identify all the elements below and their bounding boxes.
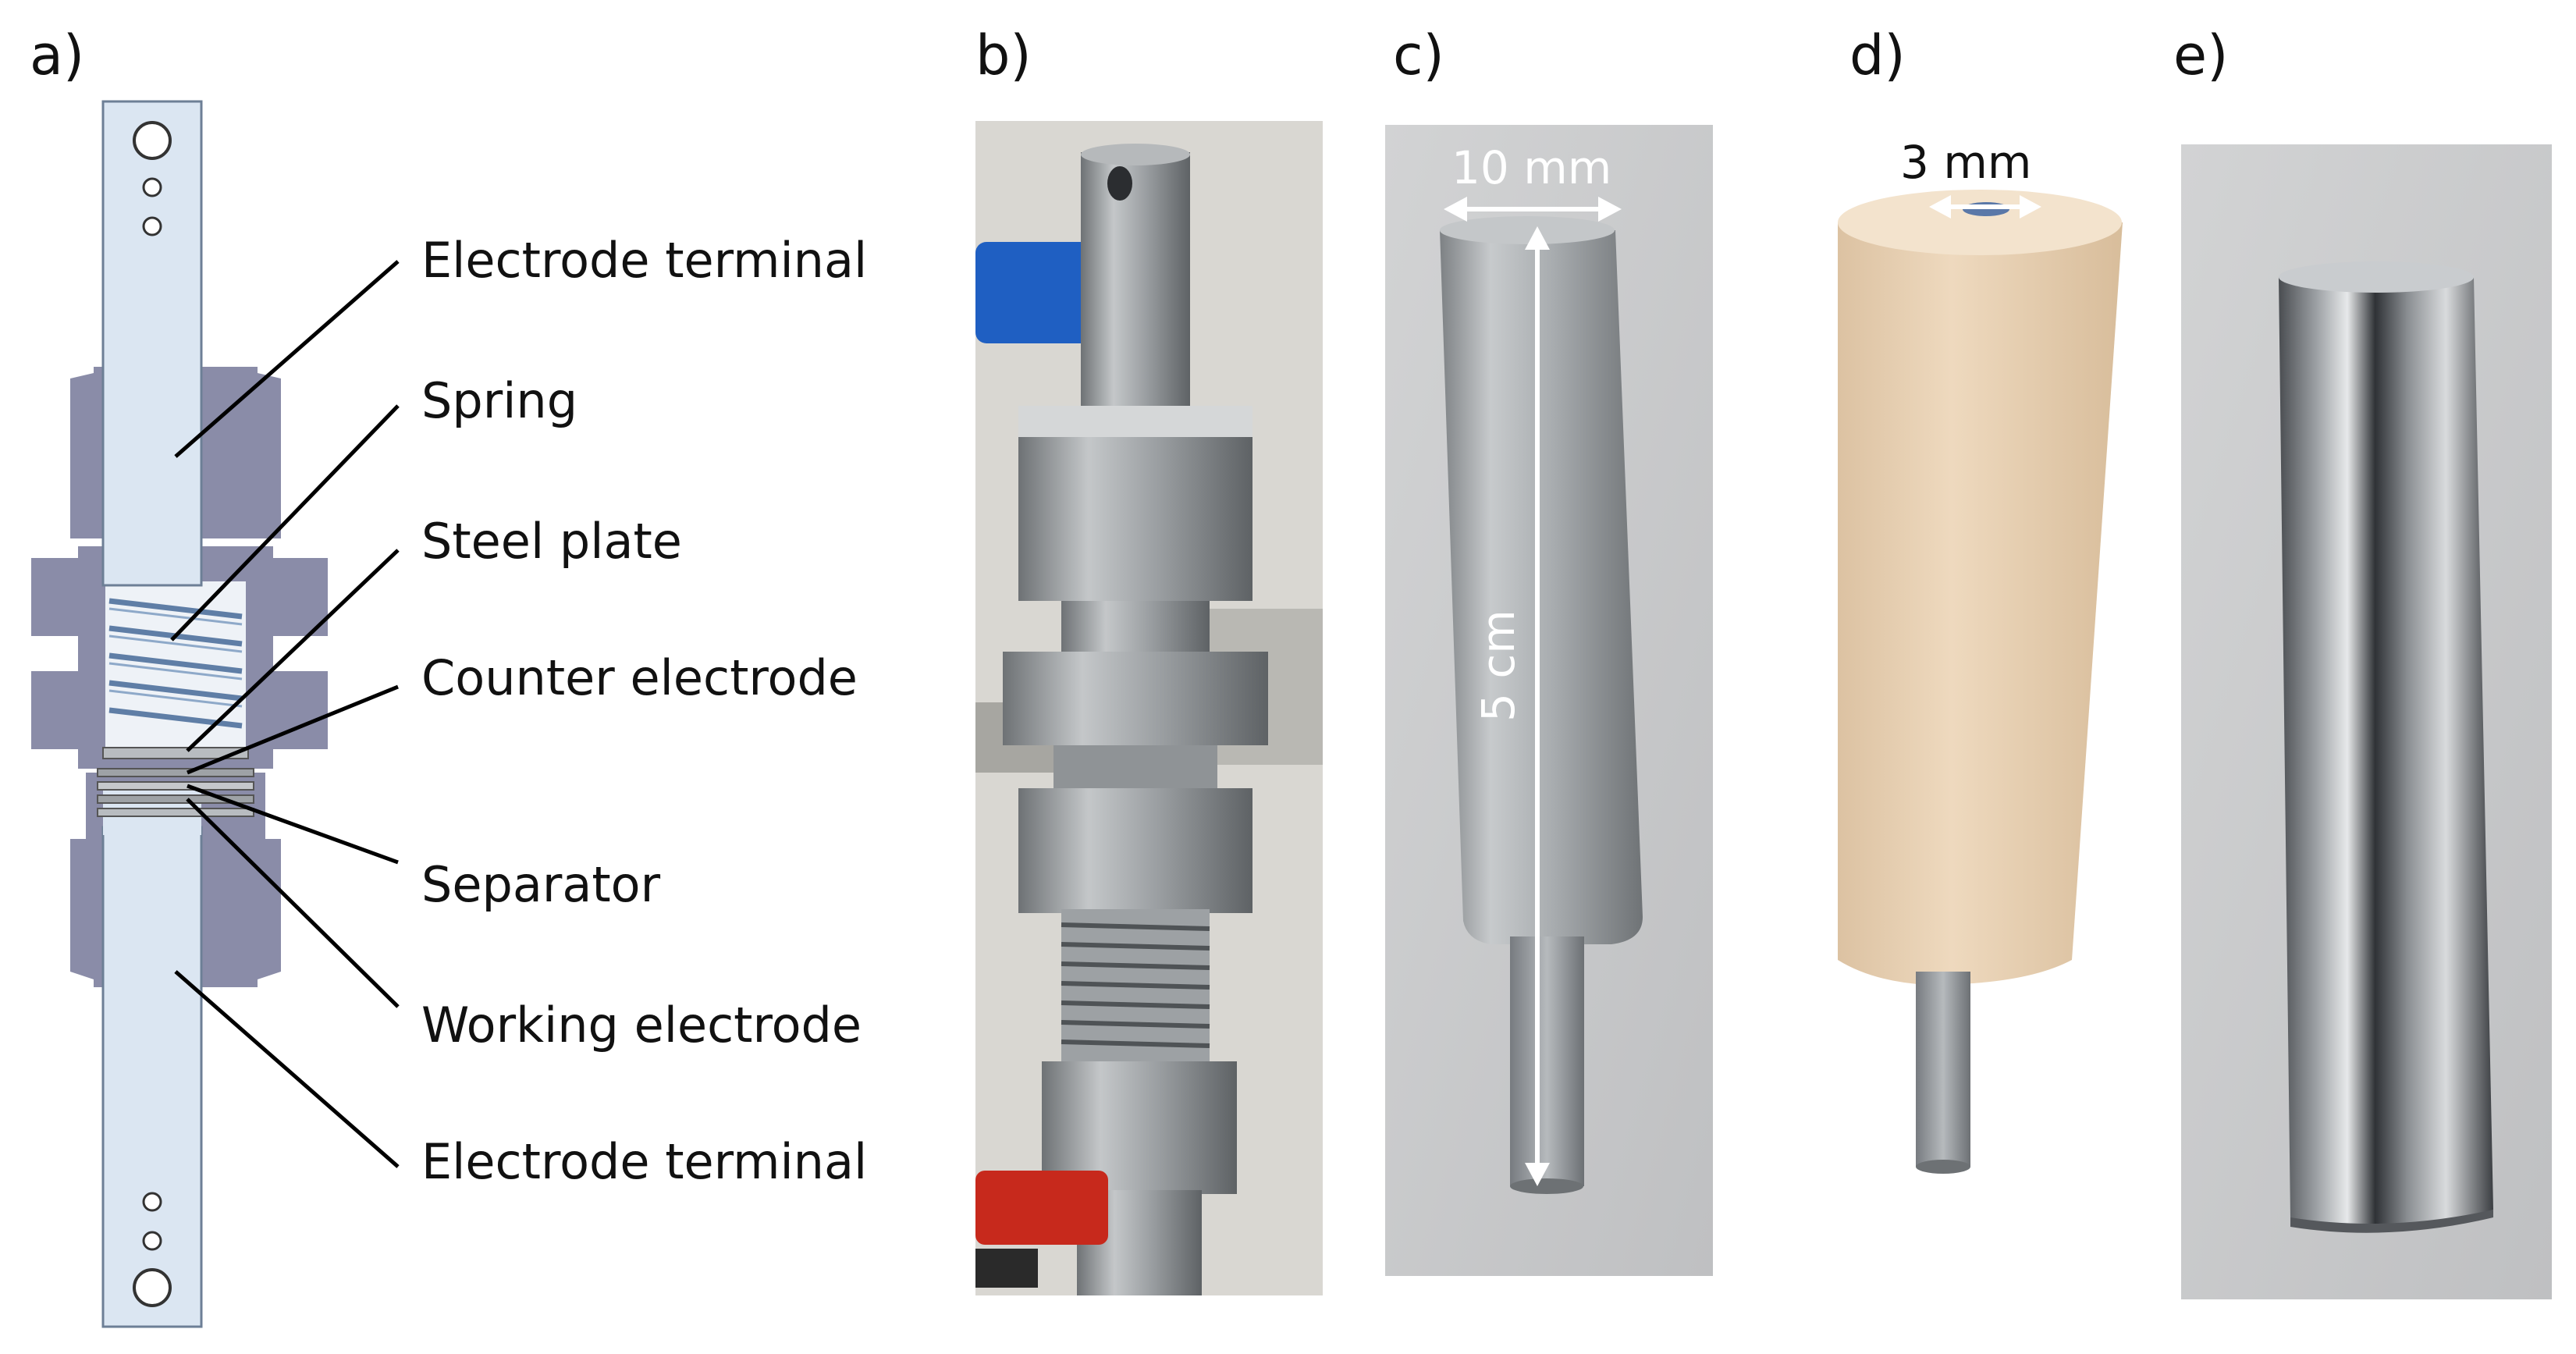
panel-b-photo (975, 121, 1323, 1295)
terminal-hole-large-bottom (133, 1268, 172, 1307)
callout-counter-electrode: Counter electrode (421, 649, 858, 706)
spring (108, 598, 243, 729)
top-electrode-terminal (101, 100, 203, 587)
panel-label-e: e) (2173, 23, 2228, 87)
terminal-hole-small-bottom-1 (142, 1192, 162, 1212)
panel-label-b: b) (975, 23, 1032, 87)
polished-cylinder (2279, 277, 2493, 1229)
callout-bottom-electrode-terminal: Electrode terminal (421, 1133, 867, 1190)
callout-working-electrode: Working electrode (421, 997, 862, 1054)
terminal-hole-small-top-2 (142, 216, 162, 236)
width-label: 10 mm (1451, 141, 1611, 194)
length-arrow (1525, 226, 1550, 1186)
callout-steel-plate: Steel plate (421, 513, 682, 570)
counter-electrode (97, 768, 254, 777)
ceramic-top-face (1838, 190, 2122, 255)
leader-separator (187, 784, 399, 865)
callout-top-electrode-terminal: Electrode terminal (421, 232, 867, 289)
panel-c-photo: 10 mm 5 cm (1385, 125, 1713, 1276)
leader-steel-plate (186, 549, 400, 752)
rod-hole (1107, 166, 1132, 201)
callout-spring: Spring (421, 372, 577, 429)
working-electrode (97, 794, 254, 804)
lower-hex-nut (1018, 788, 1252, 913)
red-clip (975, 1171, 1108, 1245)
panel-e-photo (2181, 144, 2552, 1299)
tip-label: 3 mm (1900, 136, 2031, 189)
steel-electrode-body (1440, 230, 1643, 944)
tip-arrow (1929, 195, 2041, 219)
panel-a-schematic: Electrode terminal Spring Steel plate Co… (31, 100, 867, 1328)
middle-hex-nut (1003, 652, 1268, 745)
panel-label-c: c) (1393, 23, 1444, 87)
terminal-hole-small-bottom-2 (142, 1231, 162, 1251)
leader-counter-electrode (187, 684, 399, 775)
threads (1061, 909, 1210, 1065)
bottom-electrode-terminal (101, 826, 203, 1328)
width-arrow (1444, 197, 1622, 222)
terminal-hole-small-top-1 (142, 177, 162, 197)
ceramic-body (1838, 222, 2123, 985)
top-hex-nut (1018, 406, 1252, 601)
leader-bottom-terminal (174, 970, 400, 1168)
top-rod (1081, 152, 1190, 418)
terminal-hole-large-top (133, 121, 172, 160)
panel-d-render: 3 mm (1838, 136, 2123, 1174)
ceramic-pin (1916, 972, 1970, 1167)
callout-leaders (170, 260, 400, 1168)
steel-plate (102, 747, 249, 759)
leader-top-terminal (174, 260, 400, 458)
separator (97, 781, 254, 791)
callout-separator: Separator (421, 856, 661, 913)
length-label: 5 cm (1472, 609, 1525, 722)
leader-spring (170, 404, 400, 641)
leader-working-electrode (186, 798, 400, 1008)
panel-label-a: a) (30, 23, 84, 87)
steel-electrode-pin (1510, 936, 1584, 1186)
panel-label-d: d) (1849, 23, 1906, 87)
